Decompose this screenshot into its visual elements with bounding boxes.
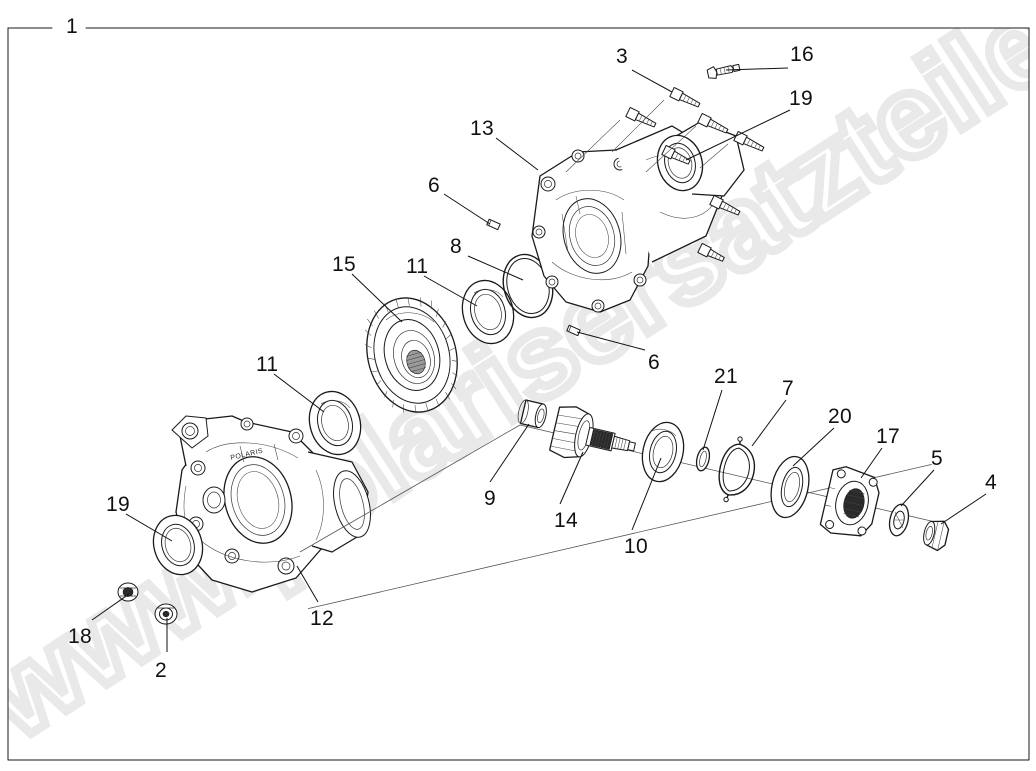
part-15-ring-gear-differential bbox=[365, 296, 458, 414]
callout-11-right: 11 bbox=[406, 255, 429, 278]
callout-1: 1 bbox=[66, 15, 78, 38]
callout-17: 17 bbox=[876, 425, 900, 448]
callout-11-left: 11 bbox=[256, 353, 279, 376]
part-9-pinion-collar-spacer bbox=[517, 399, 547, 429]
part-17-pinion-bearing-carrier-flange bbox=[819, 466, 880, 537]
part-5-pinion-washer bbox=[888, 503, 910, 537]
callout-2: 2 bbox=[155, 659, 167, 682]
callout-18: 18 bbox=[68, 625, 92, 648]
part-3-cover-bolts bbox=[565, 87, 765, 262]
callout-6-lower: 6 bbox=[648, 351, 660, 374]
callout-4: 4 bbox=[985, 471, 997, 494]
pinion-assembly-axis bbox=[307, 463, 932, 610]
part-12-gearcase-housing: POLARIS bbox=[171, 415, 371, 593]
part-21-shim-ring bbox=[695, 446, 711, 472]
callout-10: 10 bbox=[624, 535, 648, 558]
callout-9: 9 bbox=[484, 487, 496, 510]
callout-19-upper: 19 bbox=[789, 87, 813, 110]
part-16-breather-vent-fitting bbox=[706, 63, 741, 79]
part-19-output-shaft-oil-seal-lower bbox=[152, 514, 204, 576]
part-11-differential-bearing-left bbox=[308, 390, 362, 456]
axis-left-seg bbox=[299, 424, 521, 553]
callout-5: 5 bbox=[931, 447, 943, 470]
part-10-pinion-outer-bearing bbox=[641, 421, 685, 483]
callout-13: 13 bbox=[470, 117, 494, 140]
callout-8: 8 bbox=[450, 235, 462, 258]
callout-20: 20 bbox=[828, 405, 852, 428]
callout-3: 3 bbox=[616, 45, 628, 68]
part-4-pinion-hex-nut bbox=[923, 520, 950, 552]
part-2-drain-plug bbox=[154, 603, 178, 625]
diagram-frame-border bbox=[7, 27, 1030, 761]
callout-12: 12 bbox=[310, 607, 334, 630]
callout-6-upper: 6 bbox=[428, 174, 440, 197]
callout-7: 7 bbox=[782, 377, 794, 400]
part-20-pinion-seal-washer bbox=[770, 455, 810, 519]
part-7-retaining-snap-ring bbox=[718, 436, 756, 503]
part-11-differential-bearing-right bbox=[461, 279, 515, 345]
part-13-gearcase-cover bbox=[531, 121, 745, 313]
part-18-fill-plug bbox=[117, 582, 139, 602]
callout-19-lower: 19 bbox=[106, 493, 130, 516]
callout-15: 15 bbox=[332, 253, 356, 276]
callout-14: 14 bbox=[554, 509, 578, 532]
callout-leader-lines bbox=[91, 67, 987, 652]
callout-21: 21 bbox=[714, 365, 738, 388]
callout-16: 16 bbox=[790, 43, 814, 66]
part-14-pinion-gear-shaft bbox=[549, 406, 636, 459]
